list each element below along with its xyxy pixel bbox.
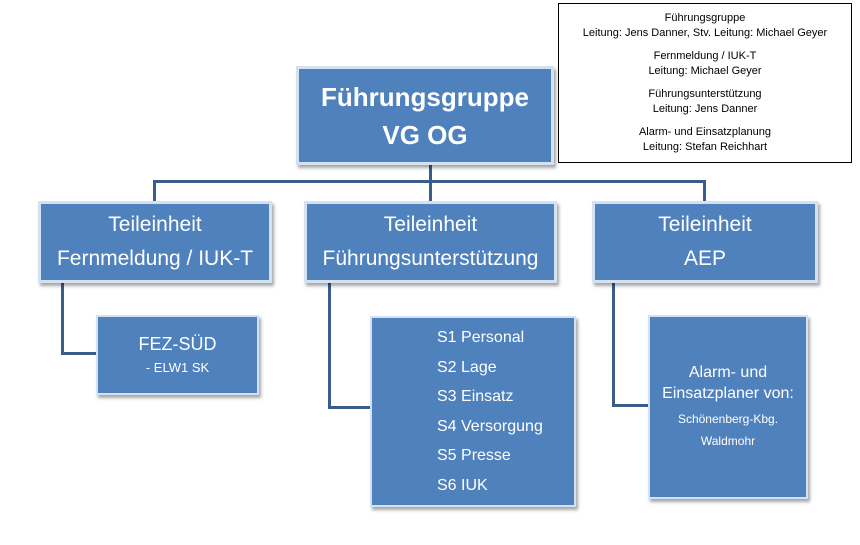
unit-node-line-2: Fernmeldung / IUK-T [56, 247, 254, 270]
legend-box: Führungsgruppe Leitung: Jens Danner, Stv… [558, 3, 852, 163]
aep-place-1: Schönenberg-Kbg. [677, 412, 779, 426]
legend-detail: Leitung: Jens Danner, Stv. Leitung: Mich… [582, 27, 828, 39]
connector-to-unit-1 [153, 180, 156, 202]
unit-node-fuehrungsunterstuetzung: Teileinheit Führungsunterstützung [304, 201, 557, 283]
unit-node-line-2: AEP [683, 247, 727, 270]
s-item: S5 Presse [437, 447, 511, 464]
legend-group: Fernmeldung / IUK-T Leitung: Michael Gey… [559, 49, 851, 79]
connector-root-down [429, 163, 432, 183]
child-node-fez-sued: FEZ-SÜD - ELW1 SK [96, 315, 259, 395]
unit-node-line-1: Teileinheit [383, 213, 478, 236]
unit-node-line-2: Führungsunterstützung [322, 247, 539, 270]
legend-group: Führungsunterstützung Leitung: Jens Dann… [559, 87, 851, 117]
aep-line-2: Einsatzplaner von: [662, 385, 794, 402]
s-item: S6 IUK [437, 476, 488, 494]
fez-subtitle: - ELW1 SK [145, 360, 210, 375]
s-item: S4 Versorgung [437, 417, 543, 435]
child-node-s-functions: S1 Personal S2 Lage S3 Einsatz S4 Versor… [370, 316, 576, 507]
root-node-fuehrungsgruppe: Führungsgruppe VG OG [296, 66, 554, 165]
legend-title: Führungsgruppe [664, 12, 746, 24]
connector-unit1-vertical [61, 282, 64, 355]
connector-to-unit-3 [703, 180, 706, 202]
connector-to-unit-2 [429, 180, 432, 202]
s-item: S2 Lage [437, 358, 497, 376]
connector-unit3-vertical [612, 282, 615, 407]
legend-title: Alarm- und Einsatzplanung [638, 126, 772, 138]
unit-node-fernmeldung: Teileinheit Fernmeldung / IUK-T [38, 201, 272, 283]
fez-title: FEZ-SÜD [138, 334, 217, 354]
legend-group: Führungsgruppe Leitung: Jens Danner, Stv… [559, 11, 851, 41]
unit-node-line-1: Teileinheit [658, 213, 752, 236]
legend-title: Fernmeldung / IUK-T [653, 50, 757, 62]
unit-node-line-1: Teileinheit [108, 213, 202, 236]
legend-title: Führungsunterstützung [648, 88, 762, 100]
connector-unit3-horizontal [612, 404, 650, 407]
legend-detail: Leitung: Michael Geyer [648, 65, 762, 77]
child-node-alarm-einsatzplaner: Alarm- und Einsatzplaner von: Schönenber… [648, 315, 808, 499]
root-node-line-2: VG OG [382, 119, 468, 150]
legend-detail: Leitung: Jens Danner [652, 103, 758, 115]
aep-line-1: Alarm- und [688, 364, 768, 381]
root-node-line-1: Führungsgruppe [321, 81, 529, 112]
connector-unit1-horizontal [61, 352, 99, 355]
aep-place-2: Waldmohr [700, 434, 756, 448]
connector-unit2-horizontal [328, 406, 372, 409]
s-item: S3 Einsatz [437, 388, 514, 405]
legend-detail: Leitung: Stefan Reichhart [642, 141, 768, 153]
legend-group: Alarm- und Einsatzplanung Leitung: Stefa… [559, 125, 851, 155]
connector-unit2-vertical [328, 282, 331, 409]
unit-node-aep: Teileinheit AEP [592, 201, 818, 283]
s-item: S1 Personal [437, 329, 525, 346]
